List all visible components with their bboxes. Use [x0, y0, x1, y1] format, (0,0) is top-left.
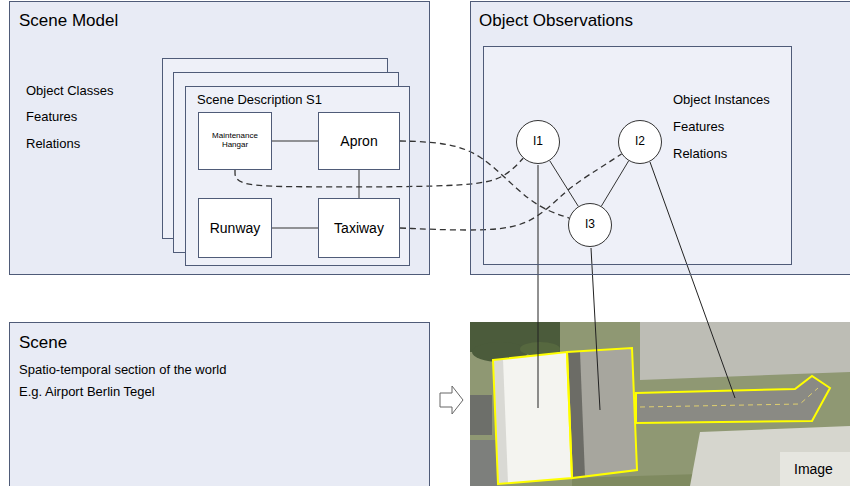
concrete-area	[640, 322, 850, 380]
panel-text: Features	[673, 120, 724, 135]
model-panel: Scene ModelObject ClassesFeaturesRelatio…	[9, 1, 430, 275]
panel-title: Scene Model	[19, 11, 118, 31]
building-roof	[470, 395, 492, 435]
panel-fills	[9, 1, 850, 486]
image-label: Image	[794, 461, 833, 477]
leader-line	[538, 165, 539, 408]
concrete-area	[780, 452, 850, 486]
class-box: Apron	[318, 112, 400, 170]
node-label: I2	[635, 135, 645, 149]
relation-line	[359, 170, 360, 198]
taxiway-surface	[636, 376, 830, 423]
building-roof	[470, 440, 497, 486]
relation-line	[550, 161, 579, 207]
hollow-arrow	[440, 386, 463, 414]
node-label: Runway	[210, 220, 261, 236]
node-label: Taxiway	[334, 220, 384, 236]
region-outline	[636, 376, 830, 423]
panel-text: Object Instances	[673, 93, 770, 108]
leader-line	[591, 248, 600, 410]
node-fill	[185, 86, 410, 266]
node-label: I3	[585, 218, 595, 232]
panel-text: Spatio-temporal section of the world	[19, 363, 226, 378]
grass-ground	[470, 322, 850, 486]
panel-title: Scene	[19, 333, 67, 353]
node-fill	[9, 322, 430, 486]
class-box: Maintenance Hangar	[198, 112, 272, 170]
panel-title: Object Observations	[479, 11, 633, 31]
panel-text: Object Classes	[26, 84, 113, 99]
panel-text: Scene Description S1	[197, 93, 322, 108]
concrete-area	[690, 426, 850, 486]
scene-panel: SceneSpatio-temporal section of the worl…	[9, 322, 430, 486]
node-label: I1	[533, 135, 543, 149]
region-outline	[567, 348, 637, 478]
instances-box: Object InstancesFeaturesRelations I1 I2I3	[483, 46, 792, 265]
panel-text: E.g. Airport Berlin Tegel	[19, 385, 155, 400]
leader-line	[650, 162, 735, 398]
instance-circle: I2	[618, 120, 662, 164]
class-box: Runway	[198, 198, 272, 258]
relation-line	[601, 161, 628, 206]
connectors	[235, 141, 629, 230]
instance-leaders	[538, 162, 735, 410]
node-label: Apron	[340, 133, 377, 149]
relation-line	[272, 141, 318, 142]
region-outline	[493, 352, 572, 484]
scene-description-box: Scene Description S1 Maintenance Hangar Ap…	[185, 86, 410, 266]
relation-line	[272, 228, 318, 229]
node-fill	[470, 1, 850, 275]
panel-text: Features	[26, 110, 77, 125]
observations-panel: Object ObservationsObject InstancesFeatu…	[470, 1, 850, 275]
instance-circle-shape	[517, 121, 560, 164]
node-fill	[9, 1, 430, 275]
aerial-image	[470, 322, 850, 486]
box-fills	[185, 46, 792, 266]
instance-circle: I3	[568, 203, 612, 247]
apron-surface	[567, 348, 637, 478]
node-fill	[483, 46, 792, 265]
instance-circle-shape	[569, 204, 612, 247]
panel-text: Relations	[26, 137, 80, 152]
instance-circle-shape	[619, 121, 662, 164]
hangar-roof	[493, 352, 572, 484]
panel-text: Relations	[673, 147, 727, 162]
instance-circle: I1	[516, 120, 560, 164]
class-box: Taxiway	[318, 198, 400, 258]
node-label: Maintenance Hangar	[209, 132, 261, 150]
